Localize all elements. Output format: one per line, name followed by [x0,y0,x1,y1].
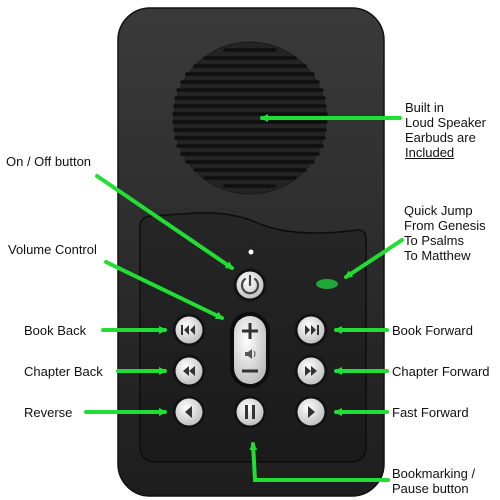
skip-forward-icon [305,325,319,335]
chapter-back-button[interactable] [172,354,206,388]
speaker-label-line1: Built in [405,100,445,115]
reverse-button[interactable] [172,395,206,429]
quick-jump-label: Quick Jump From Genesis To Psalms To Mat… [404,203,486,263]
play-right-icon [308,406,315,418]
rewind-icon [183,366,195,376]
chapter-forward-label: Chapter Forward [392,364,490,379]
volume-label: Volume Control [8,242,97,257]
power-icon [240,274,260,295]
speaker-label-line3: Earbuds are [405,130,476,145]
fast-forward-label: Fast Forward [392,405,469,420]
arrow-on-off [95,174,234,270]
skip-back-icon [181,325,195,335]
speaker-small-icon [245,349,256,359]
quick-jump-led[interactable] [316,279,338,289]
quick-jump-line3: To Psalms [404,233,464,248]
play-left-icon [185,406,192,418]
plus-icon[interactable] [242,323,258,339]
book-back-button[interactable] [172,313,206,347]
pause-button[interactable] [233,395,267,429]
chapter-forward-button[interactable] [294,354,328,388]
reverse-label: Reverse [24,405,73,420]
arrow-quick-jump [344,238,404,279]
fast-forward-icon [305,366,317,376]
speaker-label: Built in Loud Speaker Earbuds are Includ… [405,100,486,160]
speaker-grille [172,41,328,195]
volume-control[interactable] [230,312,270,388]
quick-jump-line2: From Genesis [404,218,486,233]
book-forward-button[interactable] [294,313,328,347]
callout-arrows [84,114,404,482]
indicator-light [248,249,254,255]
bookmark-line1: Bookmarking / [392,466,476,481]
book-forward-label: Book Forward [392,323,473,338]
book-back-label: Book Back [24,323,87,338]
speaker-label-line4: Included [405,145,455,160]
pause-icon [245,405,255,419]
fast-forward-button[interactable] [294,395,328,429]
on-off-label: On / Off button [6,154,92,169]
arrow-volume [104,260,224,320]
quick-jump-line1: Quick Jump [404,203,473,218]
bookmark-line2: Pause button [392,481,469,496]
quick-jump-line4: To Matthew [404,248,471,263]
chapter-back-label: Chapter Back [24,364,103,379]
bookmark-label: Bookmarking / Pause button [392,466,475,496]
speaker-label-line2: Loud Speaker [405,115,486,130]
power-button[interactable] [233,268,267,302]
arrow-bookmark [249,442,390,482]
